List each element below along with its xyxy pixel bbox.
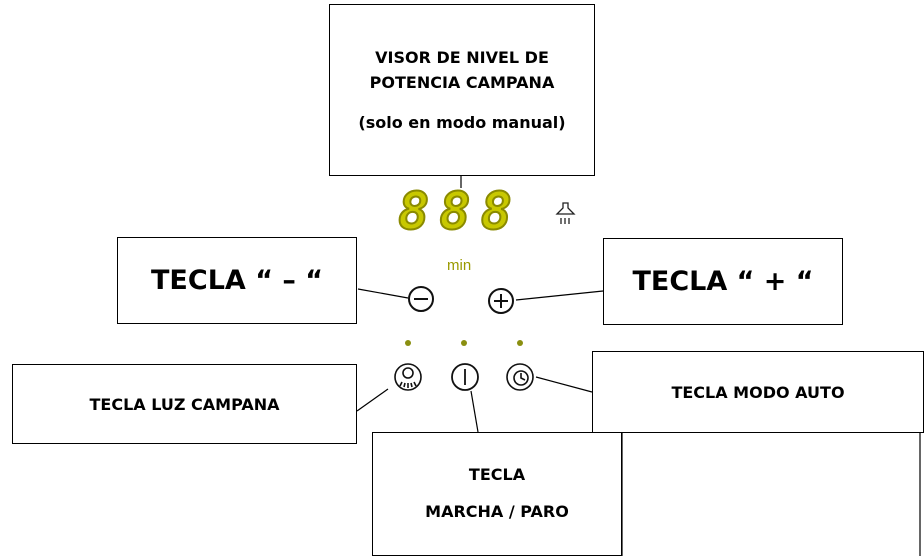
auto-indicator-dot — [517, 340, 523, 346]
callout-light-key: TECLA LUZ CAMPANA — [12, 364, 357, 444]
minutes-label: min — [447, 257, 472, 274]
callout-minus-label: TECLA “ – “ — [151, 265, 323, 296]
callout-power-line1: TECLA — [468, 465, 526, 485]
callout-plus-key: TECLA “ + “ — [603, 238, 843, 325]
power-icon[interactable] — [451, 363, 479, 391]
plus-icon[interactable] — [488, 288, 514, 314]
light-indicator-dot — [405, 340, 411, 346]
callout-light-label: TECLA LUZ CAMPANA — [89, 394, 280, 414]
callout-power-line2: MARCHA / PARO — [425, 502, 569, 521]
callout-auto-key: TECLA MODO AUTO — [592, 351, 924, 433]
power-level-display: 888 — [397, 182, 522, 242]
callout-visor: VISOR DE NIVEL DE POTENCIA CAMPANA (solo… — [329, 4, 595, 176]
callout-auto-label: TECLA MODO AUTO — [671, 382, 845, 402]
light-icon[interactable] — [394, 363, 422, 391]
callout-plus-label: TECLA “ + “ — [632, 266, 814, 297]
timer-auto-icon[interactable] — [506, 363, 534, 391]
minus-icon[interactable] — [408, 286, 434, 312]
callout-visor-line3: (solo en modo manual) — [358, 112, 566, 132]
callout-visor-line1: VISOR DE NIVEL DE — [375, 47, 549, 67]
callout-visor-line2: POTENCIA CAMPANA — [369, 73, 555, 93]
power-indicator-dot — [461, 340, 467, 346]
callout-power-key: TECLA MARCHA / PARO — [372, 432, 622, 556]
hood-fan-icon — [555, 202, 576, 224]
callout-minus-key: TECLA “ – “ — [117, 237, 357, 324]
